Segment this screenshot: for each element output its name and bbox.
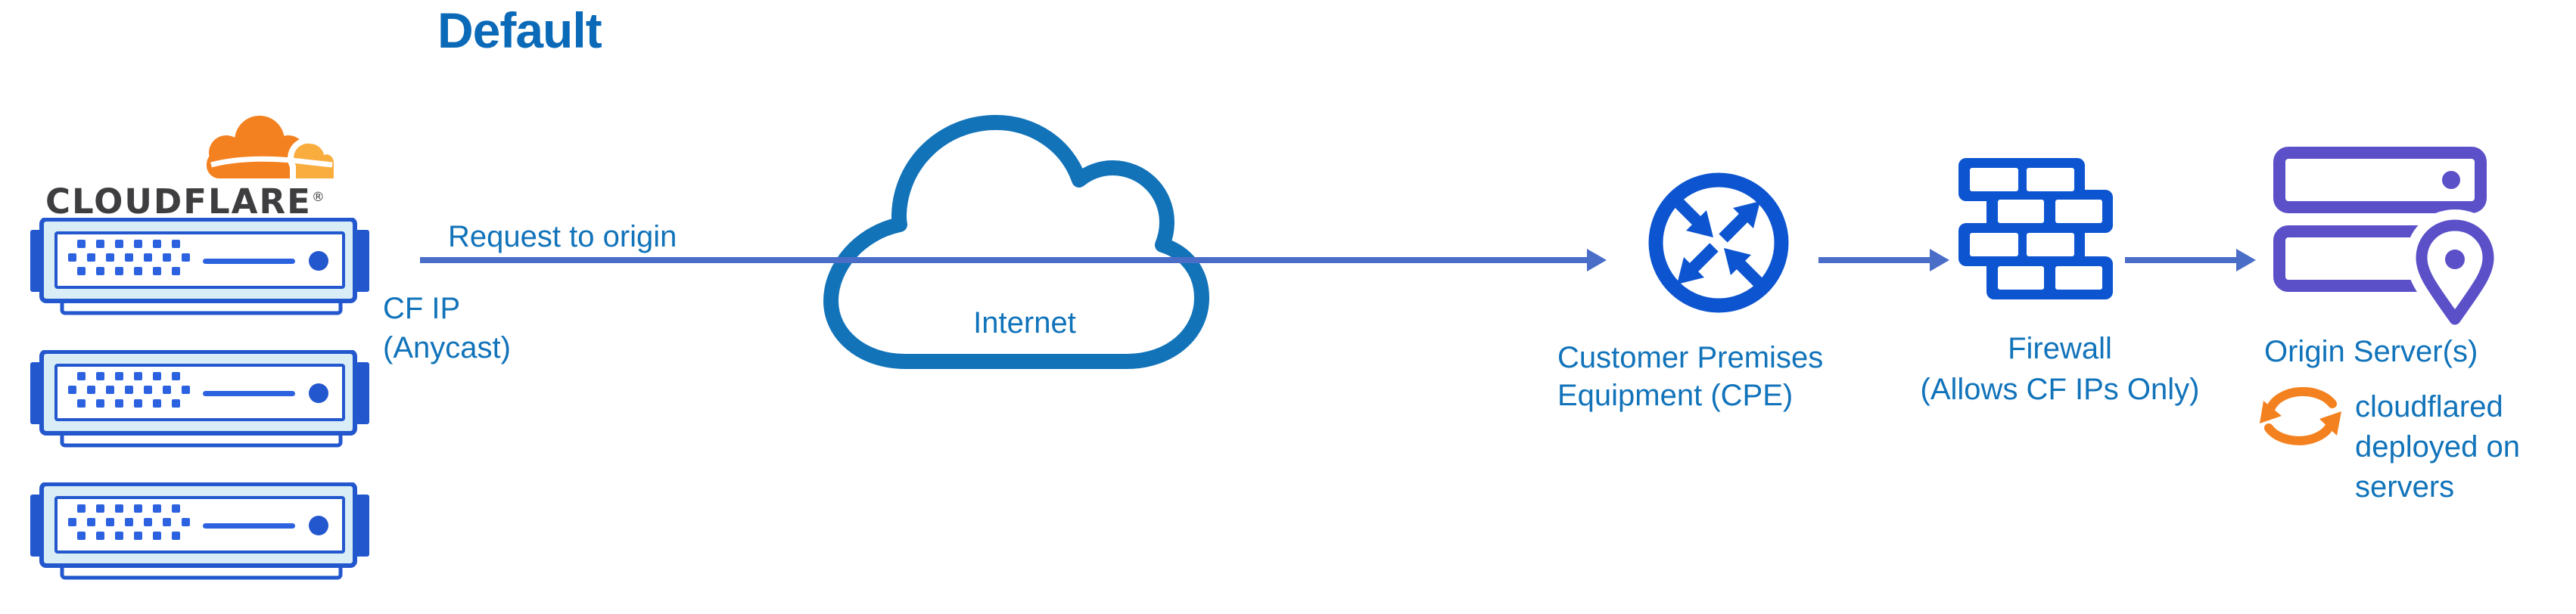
cloudflare-wordmark: CLOUDFLARE® bbox=[45, 181, 326, 222]
edge-server-icon-3 bbox=[30, 482, 369, 582]
registered-mark: ® bbox=[311, 190, 326, 205]
request-to-origin-label: Request to origin bbox=[448, 220, 677, 253]
cf-ip-line2: (Anycast) bbox=[383, 331, 511, 364]
firewall-to-origin-arrow-head bbox=[2236, 249, 2256, 271]
cloudflared-label-line2: deployed on bbox=[2355, 430, 2520, 464]
request-arrow-head bbox=[1587, 249, 1607, 271]
origin-servers-icon bbox=[2273, 147, 2496, 331]
firewall-label-line2: (Allows CF IPs Only) bbox=[1920, 373, 2200, 406]
cpe-label: Customer Premises Equipment (CPE) bbox=[1557, 339, 1823, 414]
cloudflared-label-line3: servers bbox=[2355, 470, 2455, 504]
origin-servers-label: Origin Server(s) bbox=[2264, 335, 2478, 368]
cpe-label-line2: Equipment (CPE) bbox=[1557, 379, 1794, 412]
cloudflared-label-line1: cloudflared bbox=[2355, 390, 2503, 423]
firewall-label-line1: Firewall bbox=[2008, 332, 2112, 365]
firewall-to-origin-arrow-shaft bbox=[2125, 257, 2236, 263]
diagram-title: Default bbox=[437, 2, 602, 58]
cloudflare-wordmark-text: CLOUDFLARE bbox=[45, 181, 312, 222]
firewall-icon bbox=[1958, 158, 2113, 299]
cpe-to-firewall-arrow-shaft bbox=[1818, 257, 1930, 263]
edge-server-icon-1 bbox=[30, 218, 369, 318]
cloudflared-sync-icon bbox=[2260, 386, 2341, 445]
cloudflare-cloud-icon bbox=[207, 116, 334, 178]
firewall-label: Firewall (Allows CF IPs Only) bbox=[1863, 328, 2257, 410]
edge-server-icon-2 bbox=[30, 350, 369, 450]
cf-ip-anycast-label: CF IP (Anycast) bbox=[383, 289, 511, 367]
cpe-to-firewall-arrow-head bbox=[1930, 249, 1949, 271]
internet-label: Internet bbox=[973, 306, 1076, 340]
cloudflared-label: cloudflared deployed on servers bbox=[2355, 387, 2520, 507]
cf-ip-line1: CF IP bbox=[383, 292, 461, 325]
cpe-label-line1: Customer Premises bbox=[1557, 341, 1824, 374]
cpe-router-icon bbox=[1648, 172, 1789, 313]
request-arrow-shaft bbox=[420, 257, 1587, 263]
